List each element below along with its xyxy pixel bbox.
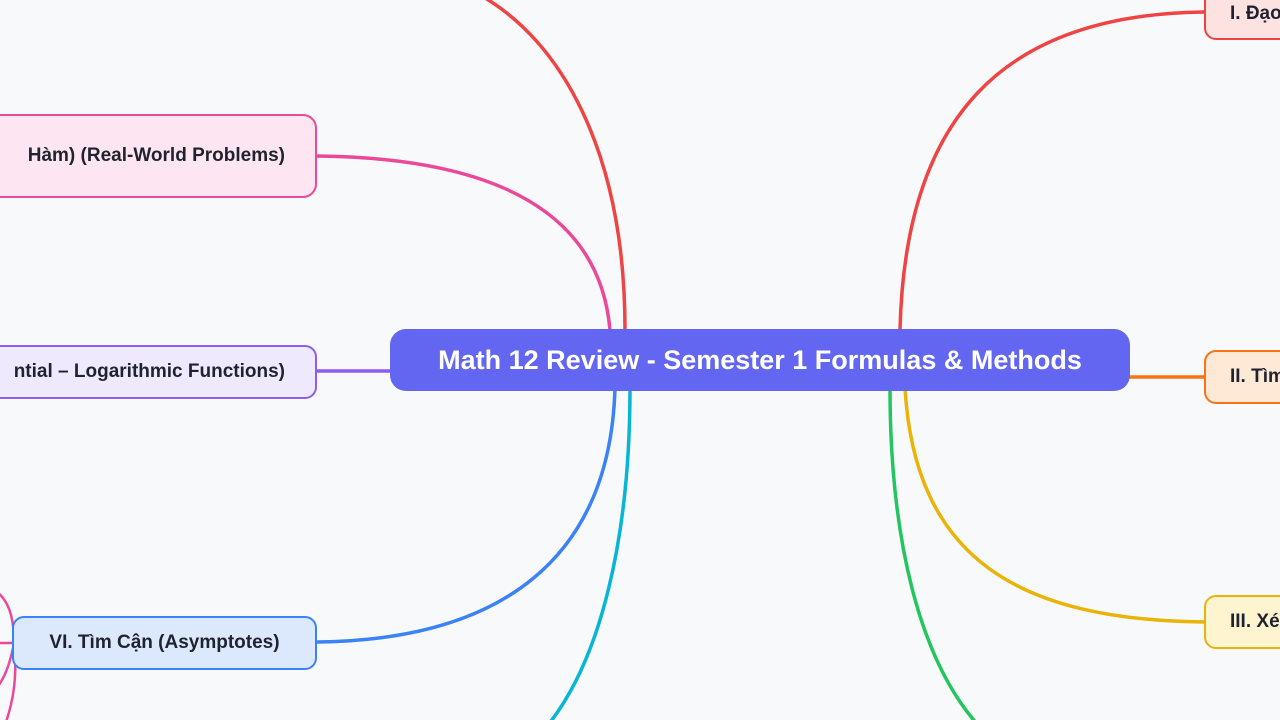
edge-offscreen-bottom-right <box>888 386 977 720</box>
edge-offscreen-top-left <box>484 0 627 332</box>
node-section-3-label: III. Xé <box>1230 611 1280 632</box>
node-section-2-label: II. Tìm <box>1230 366 1280 387</box>
edge-branch-1 <box>898 10 1207 332</box>
edge-offscreen-bottom-left <box>549 386 632 720</box>
node-section-2[interactable]: II. Tìm <box>1204 350 1280 404</box>
edge-branch-3 <box>903 386 1207 624</box>
node-asymptotes-label: VI. Tìm Cận (Asymptotes) <box>49 632 280 653</box>
node-exponential-logarithmic[interactable]: ntial – Logarithmic Functions) <box>0 345 317 399</box>
node-real-world-problems-label: Hàm) (Real-World Problems) <box>27 145 285 166</box>
node-exponential-logarithmic-label: ntial – Logarithmic Functions) <box>13 361 285 382</box>
node-real-world-problems[interactable]: Hàm) (Real-World Problems) <box>0 114 317 198</box>
edge-real-world <box>315 154 612 332</box>
node-asymptotes[interactable]: VI. Tìm Cận (Asymptotes) <box>12 616 317 670</box>
root-node[interactable]: Math 12 Review - Semester 1 Formulas & M… <box>390 329 1130 391</box>
node-section-3[interactable]: III. Xé <box>1204 595 1280 649</box>
edge-asymptotes <box>315 386 617 644</box>
node-section-1[interactable]: I. Đạo <box>1204 0 1280 40</box>
node-section-1-label: I. Đạo <box>1230 3 1280 24</box>
root-node-label: Math 12 Review - Semester 1 Formulas & M… <box>438 344 1082 375</box>
